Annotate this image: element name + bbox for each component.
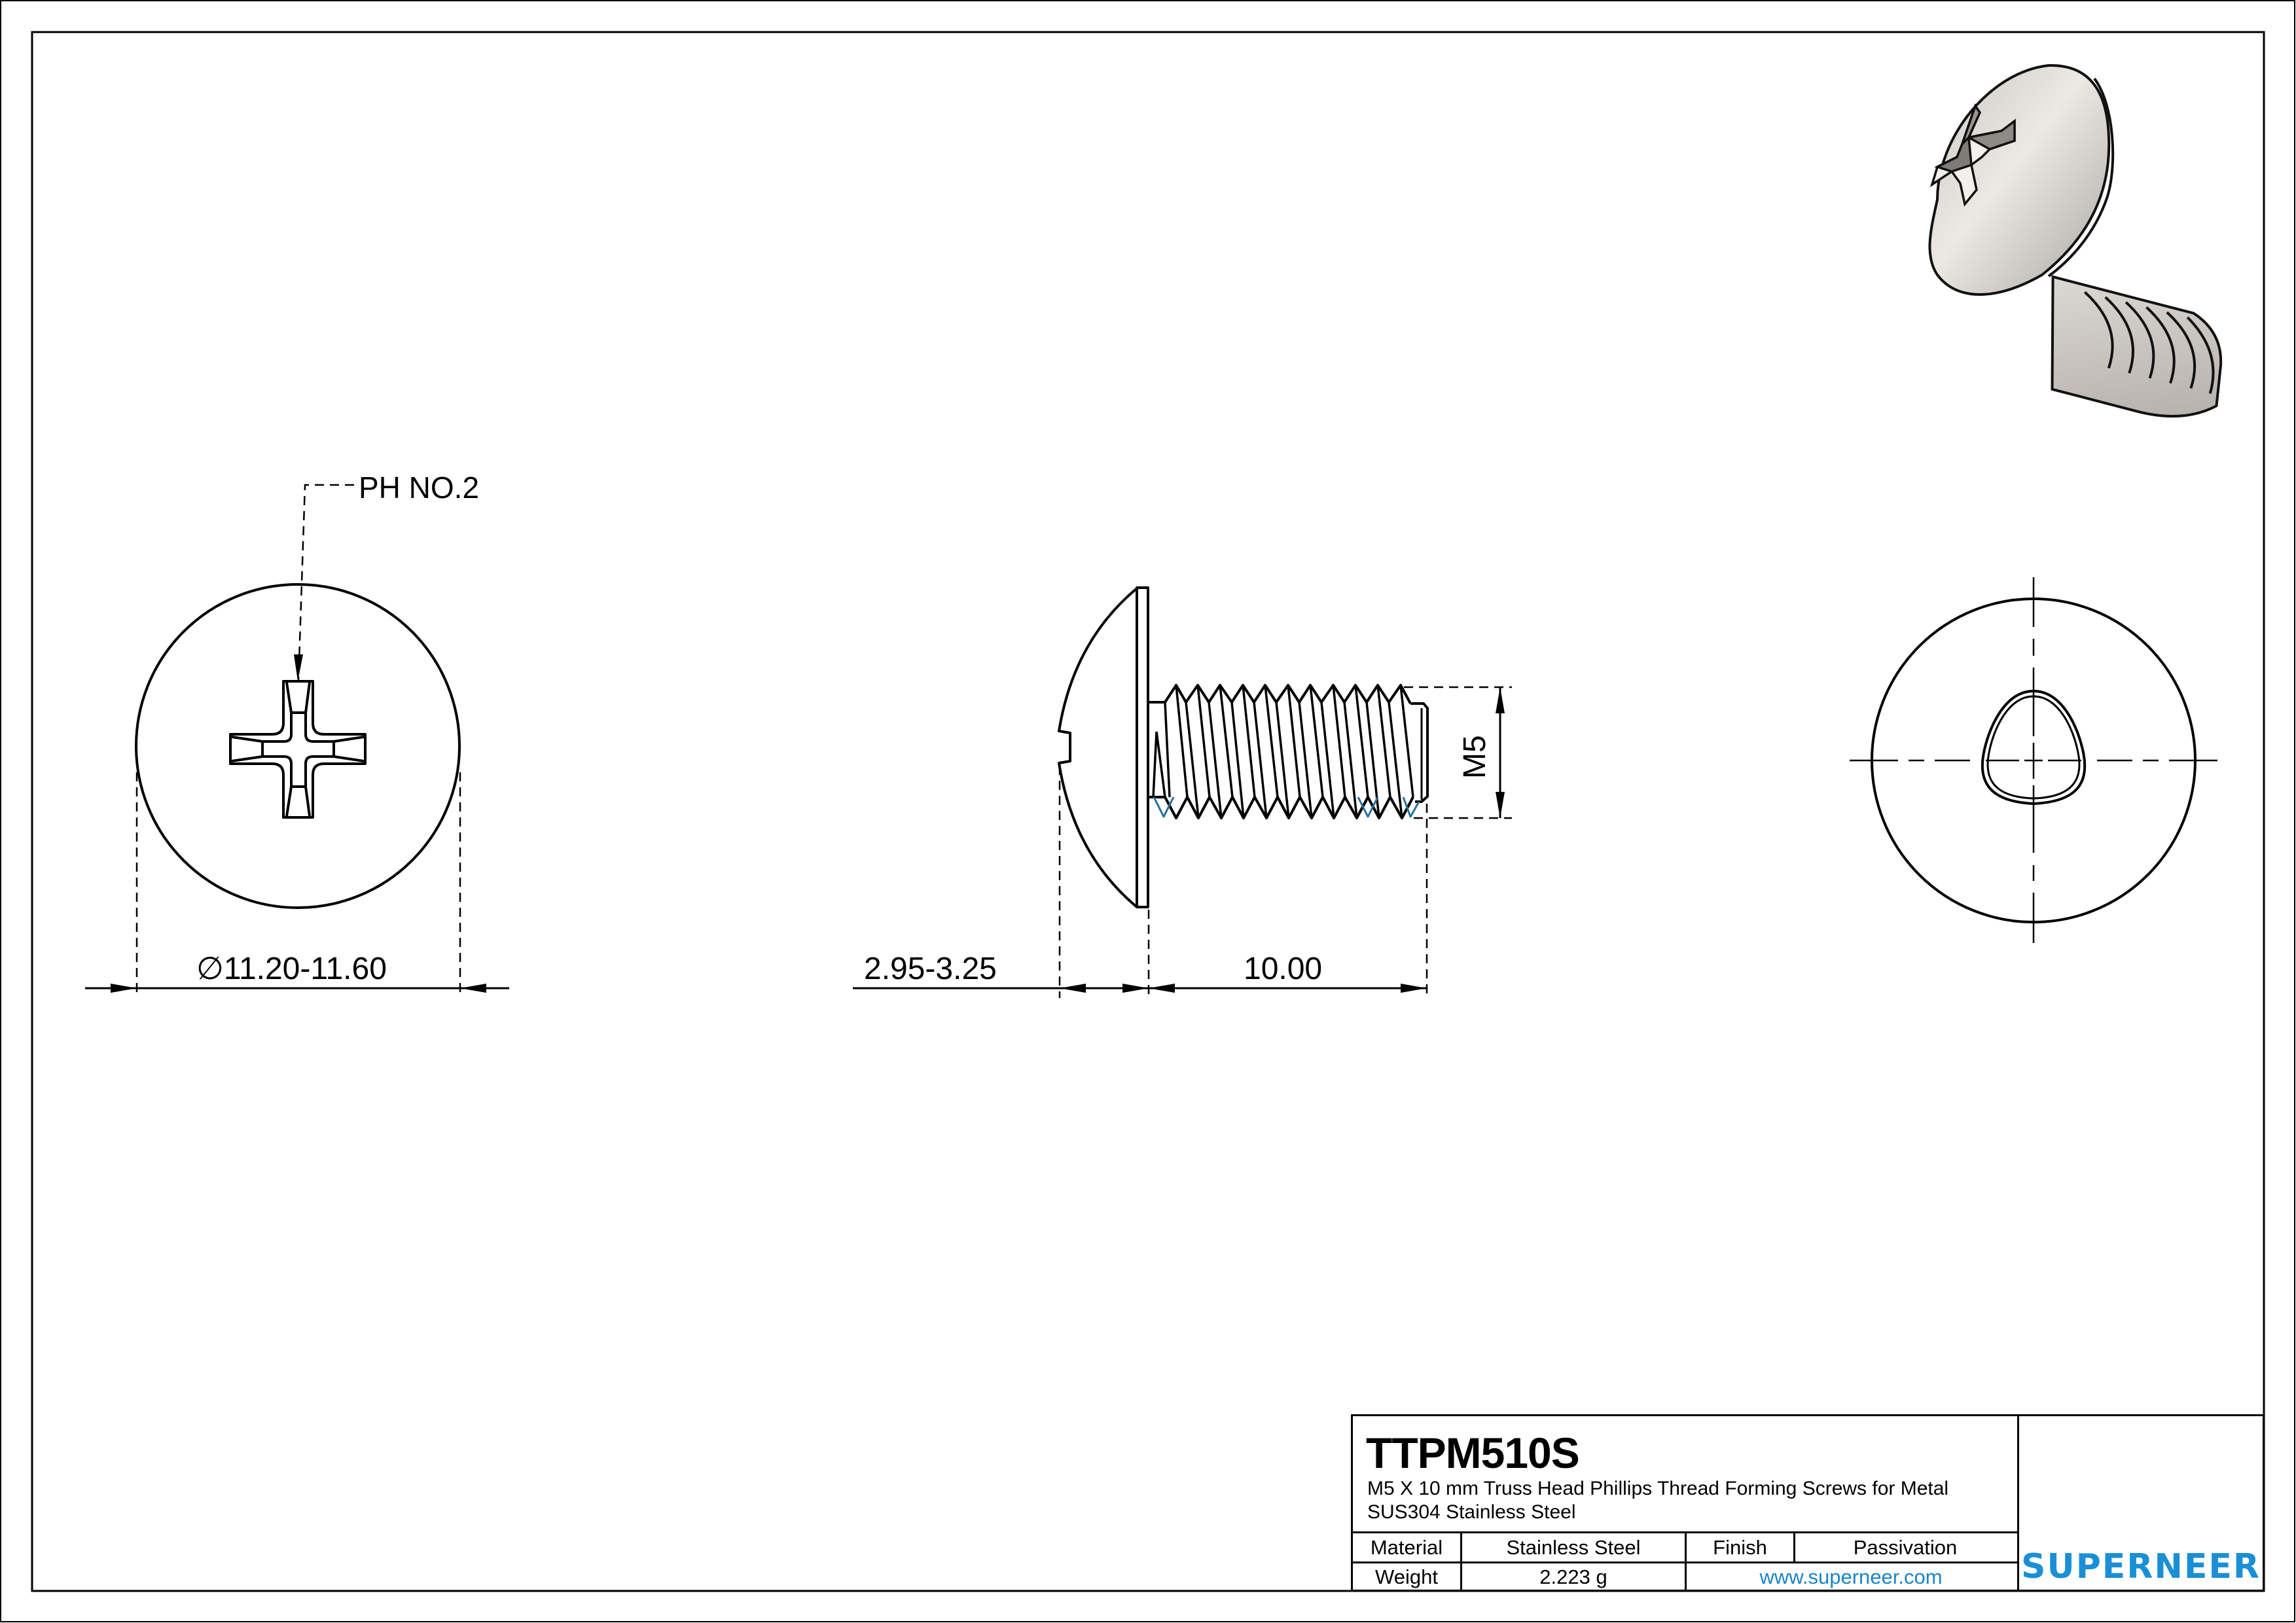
weight-label: Weight	[1353, 1563, 1462, 1590]
phillips-callout-label: PH NO.2	[359, 471, 480, 505]
head-height-dimension: 2.95-3.25	[864, 952, 997, 986]
isometric-screw-render	[1928, 63, 2223, 418]
length-dimension: 10.00	[1244, 952, 1323, 986]
title-block-row-material: Material Stainless Steel Finish Passivat…	[1353, 1531, 2019, 1561]
title-block: TTPM510S M5 X 10 mm Truss Head Phillips …	[1351, 1414, 2265, 1592]
title-block-header: TTPM510S M5 X 10 mm Truss Head Phillips …	[1353, 1416, 2019, 1533]
finish-label: Finish	[1687, 1533, 1795, 1561]
title-block-row-weight: Weight 2.223 g www.superneer.com	[1353, 1561, 2019, 1590]
part-description: M5 X 10 mm Truss Head Phillips Thread Fo…	[1367, 1478, 1949, 1499]
brand-wordmark: SUPERNEER	[2021, 1547, 2261, 1586]
top-view	[85, 484, 509, 996]
weight-value: 2.223 g	[1462, 1563, 1687, 1590]
part-material-description: SUS304 Stainless Steel	[1367, 1501, 1576, 1523]
part-number: TTPM510S	[1366, 1429, 1580, 1477]
thread-size-dimension: M5	[1458, 735, 1492, 779]
brand-logo: SUPERNEER	[2019, 1416, 2263, 1590]
phillips-recess-icon	[229, 680, 367, 819]
end-view	[1850, 577, 2217, 943]
material-value: Stainless Steel	[1462, 1533, 1687, 1561]
website-link[interactable]: www.superneer.com	[1759, 1565, 1943, 1588]
finish-value: Passivation	[1853, 1535, 1958, 1559]
head-diameter-dimension: ∅11.20-11.60	[196, 952, 387, 986]
material-label: Material	[1353, 1533, 1462, 1561]
side-view	[853, 586, 1512, 998]
